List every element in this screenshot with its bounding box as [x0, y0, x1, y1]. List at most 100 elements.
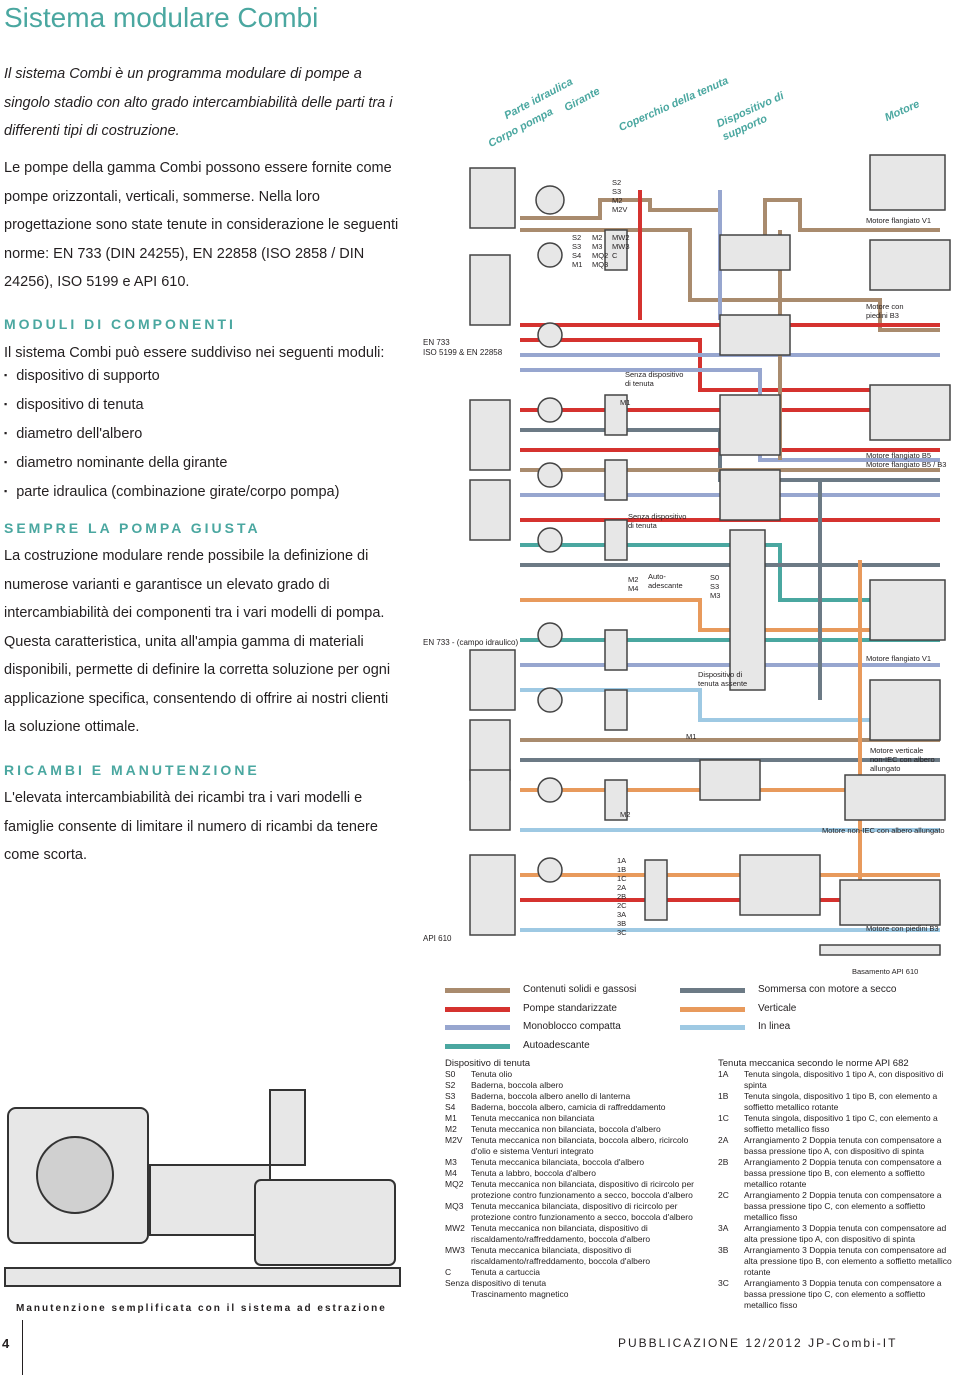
impeller-10: [537, 857, 563, 883]
seal-cover-3: [604, 459, 628, 501]
code-desc: Arrangiamento 3 Doppia tenuta con compen…: [744, 1223, 947, 1244]
legend-swatch-submerged: [680, 988, 745, 993]
label-senza-2: Senza dispositivo di tenuta: [628, 512, 687, 530]
code-desc: Tenuta meccanica non bilanciata, disposi…: [471, 1223, 651, 1244]
impeller-1: [535, 185, 565, 215]
seal-cover-6: [604, 689, 628, 731]
code-key: 3C: [718, 1278, 729, 1288]
legend-label: Contenuti solidi e gassosi: [523, 984, 637, 995]
code-desc: Baderna, boccola albero: [471, 1080, 564, 1090]
impeller-2: [537, 242, 563, 268]
intro-paragraph: Il sistema Combi è un programma modulare…: [4, 66, 393, 139]
label-m1-a: M1: [620, 398, 631, 407]
legend-label: Sommersa con motore a secco: [758, 984, 897, 995]
back-pullout-illustration: [4, 1089, 401, 1287]
pump-casing-7: [469, 769, 511, 831]
code-key: 2A: [718, 1135, 729, 1145]
code-key: M2V: [445, 1135, 463, 1145]
legend-label: Monoblocco compatta: [523, 1021, 621, 1032]
modules-intro: Il sistema Combi può essere suddiviso ne…: [4, 345, 385, 361]
code-desc: Arrangiamento 2 Doppia tenuta con compen…: [744, 1135, 942, 1156]
pump-casing-1: [469, 167, 516, 229]
label-s0s3m3: S0 S3 M3: [710, 573, 721, 600]
motor-vertical: [869, 679, 941, 741]
seal-cover-8: [644, 859, 668, 921]
impeller-6: [537, 527, 563, 553]
pump-casing-2: [469, 254, 511, 326]
motor-noniec: [844, 774, 946, 821]
label-motore-v1: Motore flangiato V1: [866, 216, 932, 225]
impeller-8: [537, 687, 563, 713]
code-row: M3 Tenuta meccanica bilanciata, boccola d…: [445, 1157, 705, 1168]
legend-label: Autoadescante: [523, 1040, 590, 1051]
spares-heading: RICAMBI E MANUTENZIONE: [4, 762, 260, 778]
label-motore-piedini: Motore con piedini B3: [866, 302, 904, 320]
api-seal-title: Tenuta meccanica secondo le norme API 68…: [718, 1058, 909, 1069]
pump-casing-4: [469, 479, 511, 541]
modules-heading: MODULI DI COMPONENTI: [4, 316, 236, 332]
code-desc: Tenuta meccanica non bilanciata, boccola…: [471, 1135, 689, 1156]
code-key: MW3: [445, 1245, 465, 1255]
seal-cover-4: [604, 519, 628, 561]
code-desc: Arrangiamento 3 Doppia tenuta con compen…: [744, 1278, 942, 1310]
motor-b3-b: [839, 879, 941, 926]
spares-paragraph: L'elevata intercambiabilità dei ricambi …: [4, 790, 378, 863]
pump-casing-5: [469, 649, 516, 711]
impeller-5: [537, 462, 563, 488]
code-row: MW3 Tenuta meccanica bilanciata, disposit…: [445, 1245, 705, 1267]
legend-swatch-inline: [680, 1025, 745, 1030]
code-row: S2 Baderna, boccola albero: [445, 1080, 705, 1091]
legend-swatch-standard: [445, 1007, 510, 1012]
legend-swatch-monoblock: [445, 1025, 510, 1030]
legend-swatch-solids: [445, 988, 510, 993]
label-motore-verticale: Motore verticale non-IEC con albero allu…: [870, 746, 935, 773]
code-key: M4: [445, 1168, 457, 1178]
legend-label: In linea: [758, 1021, 791, 1032]
code-key: 2B: [718, 1157, 729, 1167]
code-desc: Tenuta meccanica bilanciata, boccola d'a…: [471, 1157, 645, 1167]
bearing-frame-7: [739, 854, 821, 916]
page-number: 4: [2, 1336, 10, 1351]
code-key: 3A: [718, 1223, 729, 1233]
code-desc: Tenuta meccanica non bilanciata, boccola…: [471, 1124, 661, 1134]
api-seal-table: Tenuta meccanica secondo le norme API 68…: [718, 1058, 958, 1311]
code-desc: Tenuta singola, dispositivo 1 tipo C, co…: [744, 1113, 938, 1134]
legend: Contenuti solidi e gassosi Pompe standar…: [445, 984, 957, 1054]
label-en733-iso: EN 733 ISO 5199 & EN 22858: [423, 338, 503, 357]
bearing-frame-3: [719, 394, 781, 456]
code-key: M3: [445, 1157, 457, 1167]
code-key: S2: [445, 1080, 456, 1090]
code-row: 3C Arrangiamento 3 Doppia tenuta con comp…: [718, 1278, 958, 1311]
code-key: S3: [445, 1091, 456, 1101]
pump-casing-3: [469, 399, 511, 471]
impeller-7: [537, 622, 563, 648]
code-desc: Tenuta meccanica bilanciata, dispositivo…: [471, 1201, 693, 1222]
motor-b3: [869, 239, 951, 291]
code-desc: Tenuta olio: [471, 1069, 513, 1079]
impeller-3: [537, 322, 563, 348]
label-codes-a: S2 S3 S4 M1: [572, 233, 583, 269]
code-key: MW2: [445, 1223, 465, 1233]
code-desc: Tenuta singola, dispositivo 1 tipo A, co…: [744, 1069, 944, 1090]
label-api610: API 610: [423, 934, 452, 943]
code-key: S0: [445, 1069, 456, 1079]
module-item: diametro dell'albero: [4, 426, 142, 442]
legend-label: Verticale: [758, 1003, 797, 1014]
code-row: M2V Tenuta meccanica non bilanciata, bocc…: [445, 1135, 705, 1157]
illustration-caption: Manutenzione semplificata con il sistema…: [16, 1303, 387, 1314]
module-item: parte idraulica (combinazione girate/cor…: [4, 484, 339, 500]
impeller-4: [537, 397, 563, 423]
label-basamento: Basamento API 610: [852, 967, 919, 976]
code-desc: Tenuta meccanica bilanciata, dispositivo…: [471, 1245, 651, 1266]
code-key: S4: [445, 1102, 456, 1112]
